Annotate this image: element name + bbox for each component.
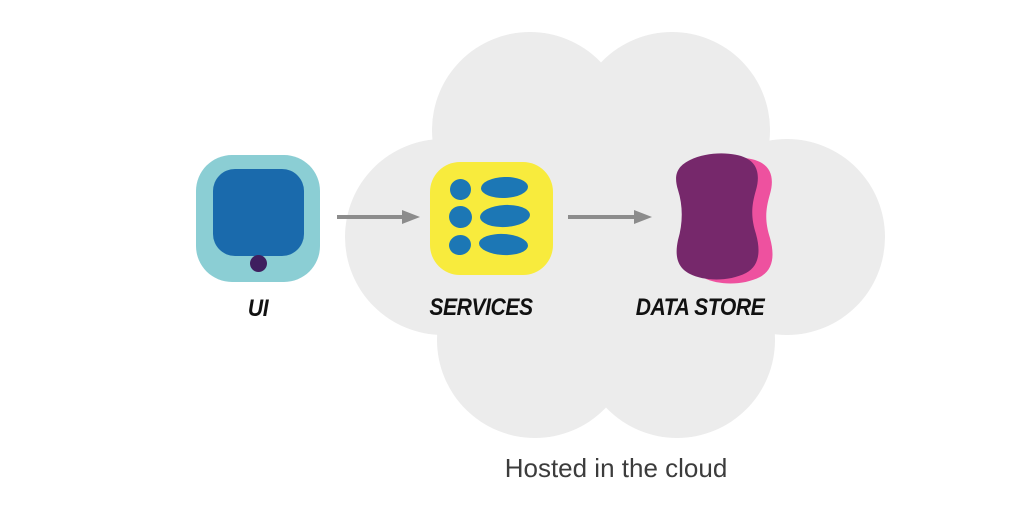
list-bullet-icon (447, 232, 473, 258)
list-line-icon (479, 203, 531, 229)
arrow-services-to-datastore (568, 210, 652, 224)
services-node-label: SERVICES (429, 294, 533, 321)
data-store-node-label: DATA STORE (635, 294, 765, 321)
list-line-icon (478, 232, 529, 257)
tablet-screen (213, 169, 304, 256)
arrowhead-icon (634, 210, 652, 224)
list-bullet-icon (448, 177, 473, 202)
ui-node-label: UI (247, 295, 269, 322)
cloud-caption: Hosted in the cloud (504, 453, 728, 483)
arrow-ui-to-services (337, 210, 420, 224)
tablet-home-button-icon (250, 255, 267, 272)
arrowhead-icon (402, 210, 420, 224)
list-icon (430, 162, 553, 275)
tablet-icon (196, 155, 320, 282)
cloud-shape (345, 32, 885, 438)
list-bullet-icon (447, 204, 474, 230)
database-blob-icon (676, 153, 773, 284)
database-blob-front (676, 153, 759, 280)
list-line-icon (480, 176, 529, 199)
